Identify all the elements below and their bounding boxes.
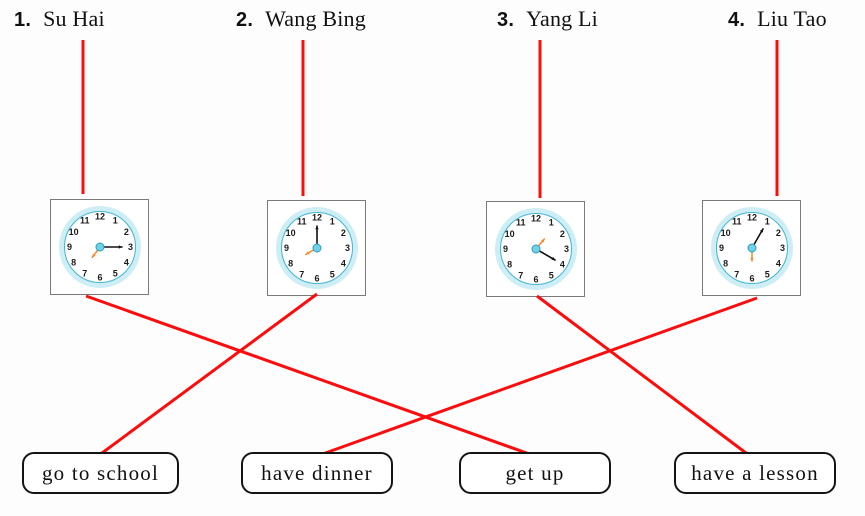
person-number-4: 4. xyxy=(728,9,746,31)
person-label-4: 4. Liu Tao xyxy=(728,6,827,33)
clock-numeral: 7 xyxy=(734,269,739,279)
clock-numeral: 9 xyxy=(502,244,507,254)
answer-box-get-up[interactable]: get up xyxy=(459,452,611,494)
person-name-2: Wang Bing xyxy=(265,6,366,31)
person-name-3: Yang Li xyxy=(526,6,598,31)
person-label-1: 1. Su Hai xyxy=(14,6,105,33)
clock-numeral: 10 xyxy=(720,228,730,238)
clock-numeral: 8 xyxy=(71,257,76,267)
clock-numeral: 3 xyxy=(344,243,349,253)
clock-hub xyxy=(747,243,756,253)
answer-box-have-dinner[interactable]: have dinner xyxy=(241,452,393,494)
clock-numeral: 12 xyxy=(746,213,756,223)
clock-numeral: 2 xyxy=(559,229,564,239)
clock-hub xyxy=(95,242,104,252)
minute-hand-arrowhead xyxy=(314,226,319,230)
clock-numeral: 9 xyxy=(718,243,723,253)
clock-numeral: 7 xyxy=(299,269,304,279)
clock-numeral: 2 xyxy=(123,227,128,237)
clock-numeral: 6 xyxy=(314,274,319,284)
clock-numeral: 4 xyxy=(775,258,780,268)
clock-numeral: 6 xyxy=(533,275,538,285)
answer-label-3: get up xyxy=(505,460,565,485)
clock-numeral: 10 xyxy=(504,229,514,239)
clock-numeral: 5 xyxy=(329,269,334,279)
match-line-4 xyxy=(316,296,758,458)
clock-numeral: 6 xyxy=(749,274,754,284)
clock-numeral: 11 xyxy=(515,218,525,228)
person-name-4: Liu Tao xyxy=(757,6,827,31)
clock-numeral: 4 xyxy=(559,259,564,269)
clock-numeral: 9 xyxy=(66,242,71,252)
hour-hand-arrowhead xyxy=(749,257,754,261)
clock-numeral: 7 xyxy=(82,268,87,278)
hour-hand-arrowhead xyxy=(305,251,309,255)
clock-numeral: 11 xyxy=(296,217,306,227)
clock-numeral: 5 xyxy=(764,269,769,279)
clock-numeral: 4 xyxy=(123,257,128,267)
match-line-1 xyxy=(85,294,536,458)
clock-numeral: 1 xyxy=(764,217,769,227)
clock-numeral: 2 xyxy=(340,228,345,238)
clock-numeral: 1 xyxy=(329,217,334,227)
clock-hub xyxy=(312,243,321,253)
person-name-1: Su Hai xyxy=(43,6,105,31)
person-number-3: 3. xyxy=(497,9,515,31)
clock-numeral: 11 xyxy=(79,216,89,226)
clock-numeral: 10 xyxy=(285,228,295,238)
clock-numeral: 10 xyxy=(68,227,78,237)
answer-label-2: have dinner xyxy=(261,460,373,485)
clock-numeral: 5 xyxy=(112,268,117,278)
minute-hand-arrowhead xyxy=(550,256,555,260)
clock-numeral: 8 xyxy=(288,258,293,268)
clock-numeral: 12 xyxy=(94,212,104,222)
hour-hand-arrowhead xyxy=(540,239,544,243)
person-label-2: 2. Wang Bing xyxy=(236,6,366,33)
match-line-2 xyxy=(97,292,318,458)
answer-label-1: go to school xyxy=(41,460,160,485)
clock-numeral: 1 xyxy=(112,216,117,226)
answer-box-go-to-school[interactable]: go to school xyxy=(22,452,179,494)
clock-numeral: 9 xyxy=(283,243,288,253)
clock-numeral: 12 xyxy=(530,214,540,224)
clock-numeral: 7 xyxy=(518,270,523,280)
clock-numeral: 6 xyxy=(97,273,102,283)
clock-numeral: 1 xyxy=(548,218,553,228)
minute-hand-arrowhead xyxy=(759,228,763,233)
clock-numeral: 4 xyxy=(340,258,345,268)
clock-numeral: 12 xyxy=(311,213,321,223)
answer-box-have-a-lesson[interactable]: have a lesson xyxy=(674,452,836,494)
person-number-1: 1. xyxy=(14,9,32,31)
clock-numeral: 11 xyxy=(731,217,741,227)
clock-numeral: 3 xyxy=(563,244,568,254)
clock-numeral: 5 xyxy=(548,270,553,280)
answer-label-4: have a lesson xyxy=(691,460,819,485)
clock-numeral: 3 xyxy=(127,242,132,252)
person-label-3: 3. Yang Li xyxy=(497,6,598,33)
hour-hand-arrowhead xyxy=(91,253,96,258)
clock-numeral: 2 xyxy=(775,228,780,238)
clock-hub xyxy=(531,244,540,254)
clock-numeral: 8 xyxy=(723,258,728,268)
clock-numeral: 8 xyxy=(507,259,512,269)
minute-hand-arrowhead xyxy=(118,245,122,249)
match-line-3 xyxy=(536,294,751,458)
clock-numeral: 3 xyxy=(779,243,784,253)
person-number-2: 2. xyxy=(236,9,254,31)
